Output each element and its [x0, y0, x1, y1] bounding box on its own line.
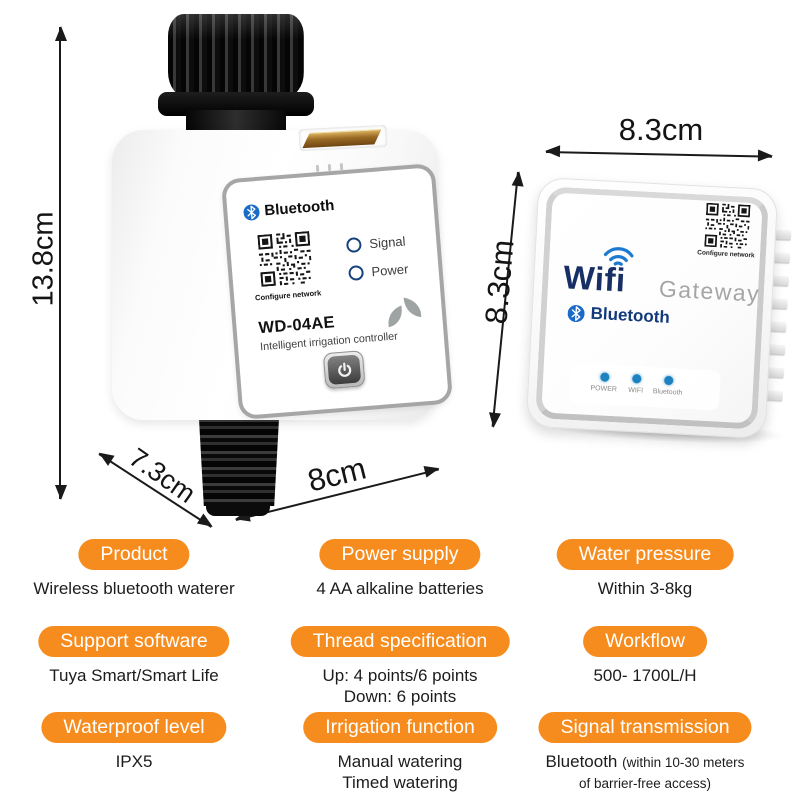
spec-value: Bluetooth (within 10-30 meters: [538, 751, 751, 773]
signal-led-icon: [345, 236, 362, 254]
power-indicator: Power: [348, 261, 409, 282]
leaf-icon: [381, 294, 426, 331]
bluetooth-branding: Bluetooth: [243, 197, 335, 221]
threaded-outlet: [198, 410, 280, 506]
wifi-gateway: Configure network Wifi Gateway Bluetooth…: [525, 176, 792, 440]
led-dot-icon: [631, 374, 642, 384]
spec-pill: Support software: [38, 626, 230, 657]
spec-value-main: Bluetooth: [545, 752, 618, 771]
spec-row-1: Product Wireless bluetooth waterer Power…: [0, 539, 800, 625]
spec-value: Timed watering: [342, 773, 458, 792]
power-button[interactable]: [322, 350, 366, 390]
spec-irrigation-function: Irrigation function Manual watering Time…: [303, 712, 497, 793]
device-width-label: 8cm: [304, 450, 370, 499]
bluetooth-icon: [243, 203, 260, 220]
spec-value: 4 AA alkaline batteries: [316, 579, 484, 598]
spec-pill: Waterproof level: [41, 712, 227, 743]
gateway-label: Gateway: [658, 275, 761, 307]
spec-workflow: Workflow 500- 1700L/H: [583, 626, 707, 686]
gateway-width-label: 8.3cm: [618, 112, 704, 147]
spec-pill: Workflow: [583, 626, 707, 657]
spec-waterproof-level: Waterproof level IPX5: [41, 712, 227, 772]
threaded-outlet-cap: [206, 502, 270, 516]
valve-knob: [168, 14, 304, 98]
spec-signal-transmission: Signal transmission Bluetooth (within 10…: [538, 712, 752, 794]
spec-value: Tuya Smart/Smart Life: [49, 666, 219, 685]
power-label: Power: [370, 261, 409, 280]
spec-value: Within 3-8kg: [597, 579, 693, 598]
power-button-face: [327, 354, 362, 385]
spec-value: 500- 1700L/H: [593, 666, 697, 685]
spec-value: Up: 4 points/6 points: [322, 666, 478, 685]
spec-pill: Irrigation function: [303, 712, 497, 743]
led-dot-icon: [599, 372, 610, 382]
spec-pill: Power supply: [319, 539, 481, 570]
wifi-logo: Wifi: [562, 258, 627, 299]
gateway-width-dimension-arrow: [545, 151, 772, 158]
model-number: WD-04AE: [257, 313, 336, 338]
spec-row-2: Support software Tuya Smart/Smart Life T…: [0, 626, 800, 712]
spec-water-pressure: Water pressure Within 3-8kg: [556, 539, 734, 599]
qr-code: [704, 203, 750, 249]
spec-value: IPX5: [115, 752, 153, 771]
power-led-icon: [348, 264, 365, 282]
timer-front-panel: Bluetooth Configure network Signal Power…: [220, 162, 454, 421]
spec-product: Product Wireless bluetooth waterer: [33, 539, 235, 599]
spec-thread-specification: Thread specification Up: 4 points/6 poin…: [290, 626, 510, 707]
configure-network-label: Configure network: [254, 288, 322, 303]
spec-value: Manual watering: [337, 752, 463, 771]
spec-value: Down: 6 points: [343, 687, 457, 706]
spec-row-3: Waterproof level IPX5 Irrigation functio…: [0, 712, 800, 798]
bluetooth-label: Bluetooth: [263, 196, 335, 220]
spec-pill: Signal transmission: [538, 712, 752, 743]
qr-code: [257, 231, 313, 287]
spec-pill: Water pressure: [556, 539, 734, 570]
spec-value-note: (within 10-30 meters: [622, 755, 745, 770]
spec-value-note: of barrier-free access): [578, 776, 712, 791]
spec-pill: Thread specification: [290, 626, 510, 657]
spec-support-software: Support software Tuya Smart/Smart Life: [38, 626, 230, 686]
spec-power-supply: Power supply 4 AA alkaline batteries: [316, 539, 484, 599]
signal-label: Signal: [368, 233, 406, 252]
bluetooth-icon: [567, 304, 585, 322]
signal-indicator: Signal: [345, 233, 406, 254]
spec-value: Wireless bluetooth waterer: [33, 579, 235, 598]
bluetooth-led: Bluetooth: [646, 375, 689, 397]
gateway-height-label: 8.3cm: [478, 238, 521, 326]
spec-pill: Product: [78, 539, 190, 570]
device-height-label: 13.8cm: [27, 211, 60, 307]
power-icon: [335, 361, 353, 379]
device-depth-label: 7.3cm: [123, 442, 202, 509]
led-dot-icon: [663, 375, 673, 386]
bluetooth-label: Bluetooth: [590, 303, 671, 327]
